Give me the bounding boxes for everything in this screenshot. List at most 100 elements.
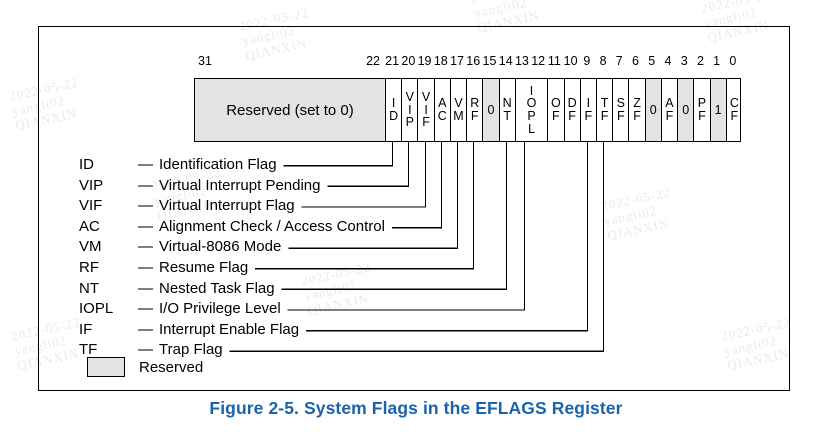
register-cell-2: P F — [693, 79, 709, 141]
legend-row-id: ID—Identification Flag — [79, 155, 769, 176]
register-cell-9: I F — [579, 79, 596, 141]
register-cell-label: N T — [502, 96, 512, 123]
bit-number-8: 8 — [599, 54, 607, 68]
register-cell-1: 1 — [709, 79, 726, 141]
legend-row-vif: VIF — Virtual Interrupt Flag — [79, 196, 769, 217]
register-cell-label: 1 — [714, 102, 722, 117]
legend-abbr: IF — [79, 320, 93, 338]
leader-line-rf — [255, 142, 475, 270]
legend-dash: — — [138, 176, 153, 194]
register-cell-label: P F — [697, 96, 707, 123]
bit-number-11: 11 — [547, 54, 561, 68]
legend-description: Identification Flag — [159, 156, 277, 173]
legend-description: Nested Task Flag — [159, 279, 275, 297]
register-cell-label: C F — [729, 96, 739, 123]
legend-abbr: TF — [79, 341, 98, 359]
bit-number-6: 6 — [632, 54, 639, 68]
leader-line-tf — [229, 142, 605, 352]
register-cell-label: O F — [551, 96, 561, 123]
bit-number-31: 31 — [198, 54, 212, 68]
leader-line-iopl — [287, 142, 526, 311]
bit-number-7: 7 — [615, 54, 623, 68]
register-cell-label: D F — [567, 96, 577, 123]
register-cell-13-12: I O P L — [514, 79, 547, 141]
register-cell-10: D F — [563, 79, 580, 141]
legend-dash: — — [138, 320, 153, 338]
legend-dash: — — [138, 238, 153, 256]
reserved-swatch — [87, 357, 125, 377]
legend-dash: — — [138, 197, 153, 215]
register-cell-label: I F — [584, 96, 593, 123]
bit-number-9: 9 — [583, 54, 591, 68]
bit-number-22: 22 — [366, 54, 380, 68]
figure-caption: Figure 2-5. System Flags in the EFLAGS R… — [209, 398, 623, 418]
reserved-key: Reserved — [87, 357, 203, 377]
register-cell-31-22: Reserved (set to 0) — [195, 79, 385, 141]
bit-number-5: 5 — [648, 54, 656, 68]
legend-row-vip: VIP—Virtual Interrupt Pending — [79, 176, 769, 197]
register-cell-label: Z F — [633, 96, 641, 123]
legend-abbr: VM — [79, 238, 102, 256]
legend-abbr: ID — [79, 156, 94, 173]
bit-number-12: 12 — [531, 54, 546, 68]
register-cell-4: A F — [660, 79, 677, 141]
register-cell-label: 0 — [649, 102, 657, 117]
register-cell-label: I D — [389, 96, 399, 123]
legend-description: Interrupt Enable Flag — [159, 320, 300, 338]
legend-description: Alignment Check / Access Control — [159, 217, 385, 235]
leader-line-if — [306, 142, 589, 332]
leader-line-vip — [327, 142, 410, 188]
register-cell-0: C F — [725, 79, 742, 141]
legend-description: Virtual Interrupt Flag — [159, 197, 295, 215]
legend-row-tf: TF—Trap Flag — [79, 340, 769, 361]
leader-line-nt — [281, 142, 508, 291]
bit-number-15: 15 — [482, 54, 497, 68]
register-cell-label: Reserved (set to 0) — [226, 101, 354, 119]
bit-number-19: 19 — [417, 54, 432, 68]
register-cell-label: T F — [600, 96, 609, 123]
register-cell-21: I D — [385, 79, 401, 141]
bit-number-17: 17 — [450, 54, 464, 68]
legend-description: I/O Privilege Level — [159, 300, 281, 318]
register-cell-label: S F — [616, 96, 625, 123]
leader-line-vif — [301, 142, 427, 208]
legend-description: Virtual-8086 Mode — [159, 238, 282, 256]
bit-number-1: 1 — [713, 54, 721, 68]
bit-number-21: 21 — [385, 54, 400, 68]
bit-number-10: 10 — [563, 54, 578, 68]
register-cell-16: R F — [466, 79, 482, 141]
legend-abbr: RF — [79, 258, 99, 276]
legend-row-iopl: IOPL—I/O Privilege Level — [79, 299, 769, 320]
register-cell-label: A C — [437, 96, 447, 123]
legend-row-if: IF — Interrupt Enable Flag — [79, 320, 769, 341]
register-cell-label: V M — [453, 96, 464, 123]
register-cell-17: V M — [449, 79, 466, 141]
leader-line-vm — [288, 142, 459, 249]
bit-number-16: 16 — [466, 54, 481, 68]
legend-row-nt: NT—Nested Task Flag — [79, 279, 769, 300]
bit-number-0: 0 — [729, 54, 737, 68]
legend-dash: — — [138, 300, 153, 318]
register-cell-19: V I F — [417, 79, 433, 141]
register-cell-7: S F — [612, 79, 628, 141]
bit-number-18: 18 — [433, 54, 448, 68]
bit-number-13: 13 — [514, 54, 529, 68]
legend-description: Resume Flag — [159, 258, 249, 276]
legend-dash: — — [138, 217, 153, 235]
legend-abbr: VIF — [79, 197, 103, 215]
leader-line-id — [283, 142, 394, 167]
register-cell-label: A F — [665, 96, 674, 123]
legend-description: Virtual Interrupt Pending — [159, 176, 321, 194]
register-cell-label: V I F — [421, 89, 431, 130]
reserved-key-label: Reserved — [139, 358, 204, 376]
register-cell-label: 0 — [487, 102, 495, 117]
bit-number-14: 14 — [498, 54, 513, 68]
legend-description: Trap Flag — [159, 341, 223, 359]
register-cell-label: I O P L — [526, 83, 537, 136]
legend-abbr: AC — [79, 217, 100, 235]
register-cell-11: O F — [547, 79, 563, 141]
bit-number-20: 20 — [401, 54, 416, 68]
